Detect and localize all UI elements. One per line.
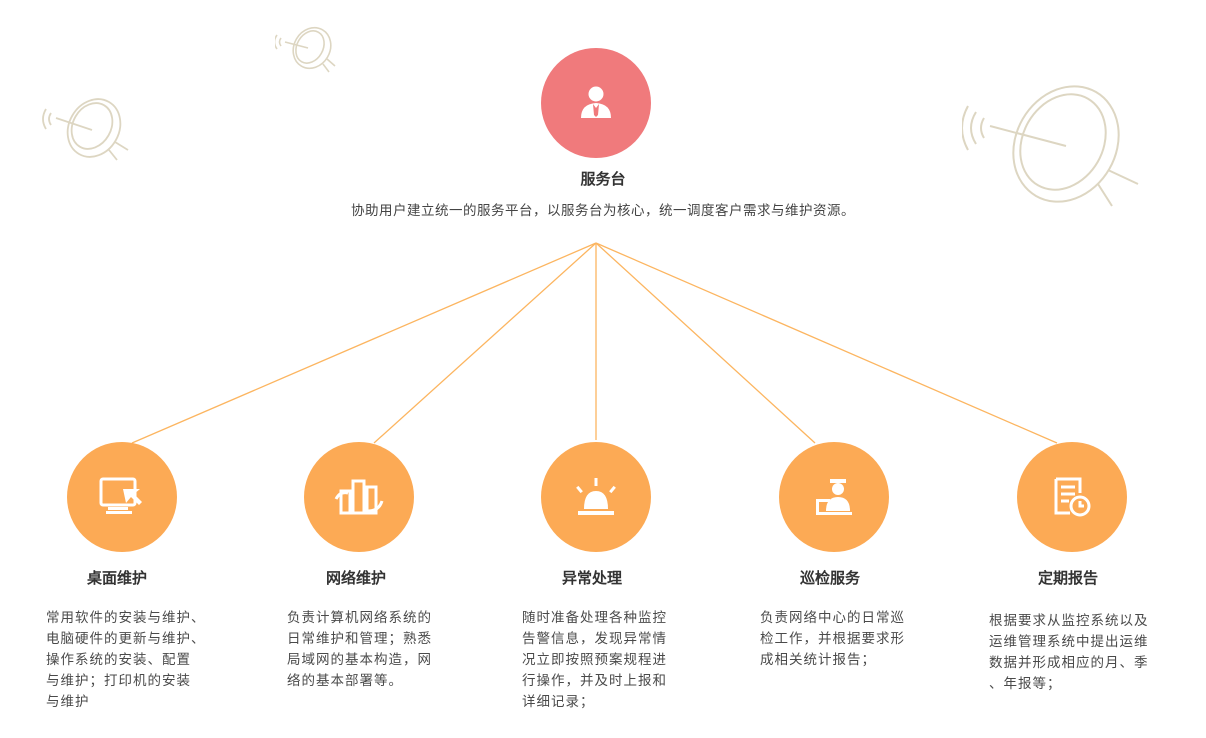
connector-line	[595, 242, 816, 444]
desc-line: 负责计算机网络系统的	[287, 610, 432, 626]
desc-line: 络的基本部署等。	[287, 673, 403, 689]
service-desc-network: 负责计算机网络系统的 日常维护和管理；熟悉 局域网的基本构造，网 络的基本部署等…	[287, 608, 432, 692]
desc-line: 检工作，并根据要求形	[760, 631, 905, 647]
inspection-service-circle	[779, 442, 889, 552]
report-clock-icon	[1054, 477, 1091, 517]
desktop-maintenance-circle	[67, 442, 177, 552]
desc-line: 况立即按照预案规程进	[522, 652, 667, 668]
desc-line: 与维护；打印机的安装	[46, 673, 191, 689]
desc-line: 局域网的基本构造，网	[287, 652, 432, 668]
desc-line: 运维管理系统中提出运维	[989, 634, 1149, 650]
network-maintenance-circle	[304, 442, 414, 552]
service-title-inspection: 巡检服务	[800, 569, 861, 587]
service-desc-desktop: 常用软件的安装与维护、 电脑硬件的更新与维护、 操作系统的安装、配置 与维护；打…	[46, 608, 206, 713]
alarm-light-icon	[576, 478, 616, 515]
service-desc-exception: 随时准备处理各种监控 告警信息，发现异常情 况立即按照预案规程进 行操作，并及时…	[522, 608, 667, 713]
desc-line: 常用软件的安装与维护、	[46, 610, 206, 626]
desc-line: 与维护	[46, 694, 90, 710]
service-desc-inspection: 负责网络中心的日常巡 检工作，并根据要求形 成相关统计报告；	[760, 608, 905, 671]
desc-line: 日常维护和管理；熟悉	[287, 631, 432, 647]
desc-line: 数据并形成相应的月、季	[989, 655, 1149, 671]
satellite-dish-icon	[962, 85, 1139, 207]
service-desk-hub	[541, 48, 651, 158]
exception-handling-circle	[541, 442, 651, 552]
desc-line: 负责网络中心的日常巡	[760, 610, 905, 626]
desc-line: 、年报等；	[989, 676, 1062, 692]
service-title-report: 定期报告	[1038, 569, 1099, 587]
desc-line: 电脑硬件的更新与维护、	[46, 631, 206, 647]
network-building-icon	[334, 479, 384, 515]
service-title-desktop: 桌面维护	[87, 569, 148, 587]
connector-line	[595, 242, 1058, 444]
hub-title: 服务台	[580, 170, 626, 188]
desc-line: 详细记录；	[522, 694, 595, 710]
inspector-icon	[816, 479, 852, 515]
service-title-exception: 异常处理	[562, 569, 623, 587]
connector-line	[131, 242, 597, 444]
service-desc-report: 根据要求从监控系统以及 运维管理系统中提出运维 数据并形成相应的月、季 、年报等…	[989, 611, 1149, 695]
desc-line: 操作系统的安装、配置	[46, 652, 191, 668]
periodic-report-circle	[1017, 442, 1127, 552]
desc-line: 随时准备处理各种监控	[522, 610, 667, 626]
desc-line: 成相关统计报告；	[760, 652, 876, 668]
desktop-pointer-icon	[99, 477, 142, 514]
satellite-dish-icon	[42, 98, 129, 161]
desc-line: 行操作，并及时上报和	[522, 673, 667, 689]
connector-line	[373, 242, 597, 444]
satellite-dish-icon	[275, 26, 336, 73]
service-title-network: 网络维护	[326, 569, 387, 587]
hub-description: 协助用户建立统一的服务平台，以服务台为核心，统一调度客户需求与维护资源。	[351, 203, 855, 219]
support-agent-icon	[581, 86, 611, 118]
desc-line: 告警信息，发现异常情	[522, 631, 667, 647]
desc-line: 根据要求从监控系统以及	[989, 613, 1149, 629]
